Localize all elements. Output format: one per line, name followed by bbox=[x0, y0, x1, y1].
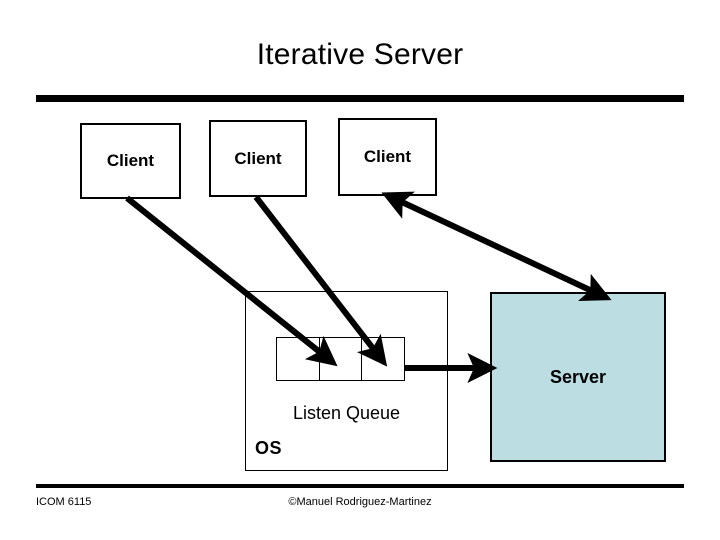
footer-copyright: ©Manuel Rodriguez-Martinez bbox=[288, 496, 432, 508]
client-label-3: Client bbox=[363, 147, 412, 166]
listen-queue-label: Listen Queue bbox=[292, 403, 401, 423]
queue-cell-2[interactable] bbox=[320, 338, 363, 380]
queue-cell-3[interactable] bbox=[362, 338, 404, 380]
client-label-2: Client bbox=[234, 148, 282, 168]
os-label: OS bbox=[255, 438, 283, 458]
server-label: Server bbox=[549, 366, 607, 387]
server-box[interactable]: Server bbox=[490, 292, 666, 462]
listen-queue[interactable] bbox=[276, 337, 405, 381]
arrow-server-to-client3 bbox=[381, 191, 612, 302]
client-box-3[interactable]: Client bbox=[338, 118, 437, 196]
footer-divider bbox=[36, 484, 684, 488]
client-box-2[interactable]: Client bbox=[209, 120, 307, 197]
client-box-1[interactable]: Client bbox=[80, 123, 181, 199]
footer-course-code: ICOM 6115 bbox=[36, 496, 92, 508]
client-label-1: Client bbox=[106, 151, 155, 170]
queue-cell-1[interactable] bbox=[277, 338, 320, 380]
page-title: Iterative Server bbox=[256, 38, 464, 71]
title-divider bbox=[36, 95, 684, 102]
